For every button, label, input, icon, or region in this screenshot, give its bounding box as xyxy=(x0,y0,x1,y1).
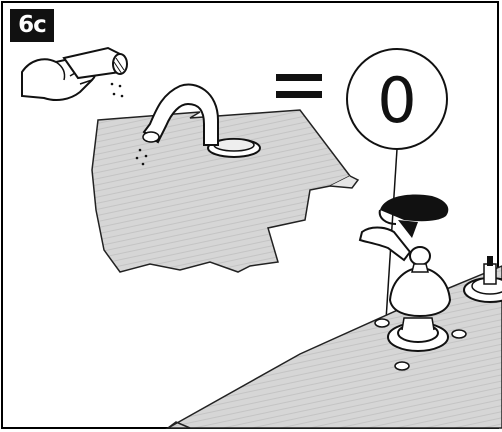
equals-sign xyxy=(276,74,322,98)
hand-with-handshower xyxy=(22,48,127,100)
callout-value: 0 xyxy=(377,64,416,137)
lower-deck-panel xyxy=(168,266,502,428)
upper-deck-panel xyxy=(92,110,358,272)
